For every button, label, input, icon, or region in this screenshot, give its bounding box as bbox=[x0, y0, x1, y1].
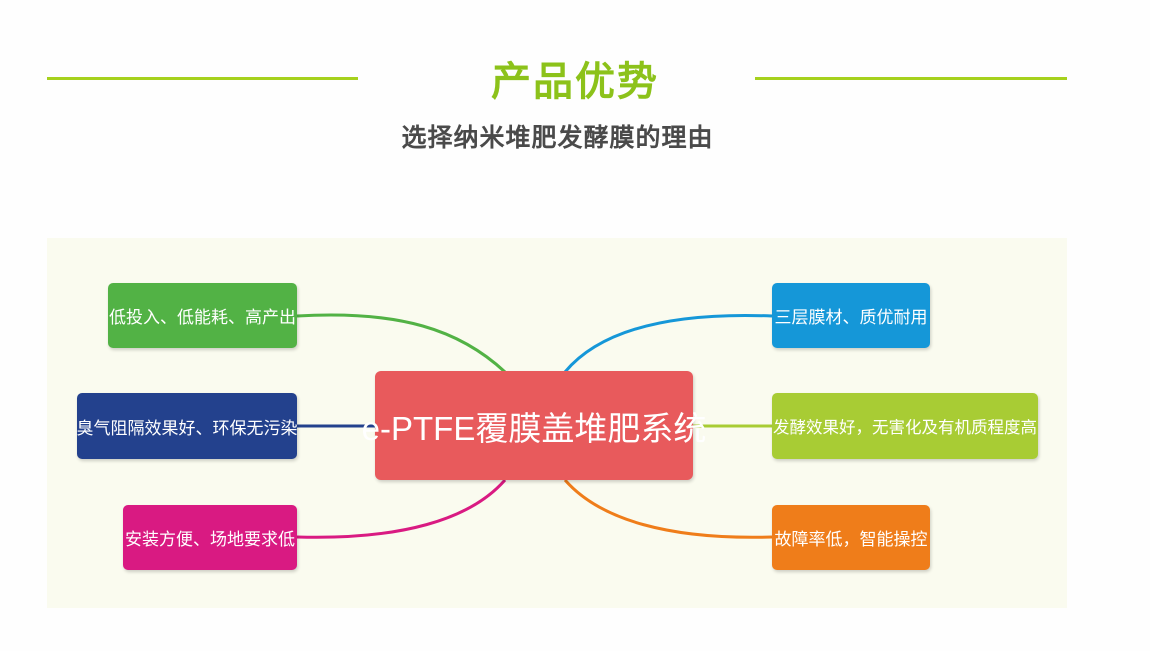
connector-left-1 bbox=[296, 313, 507, 374]
connector-right-1 bbox=[563, 314, 773, 373]
branch-node-easy-install: 安装方便、场地要求低 bbox=[123, 505, 297, 570]
branch-node-fermentation: 发酵效果好，无害化及有机质程度高 bbox=[772, 393, 1038, 459]
branch-node-durable-membrane: 三层膜材、质优耐用 bbox=[772, 283, 930, 348]
branch-node-odor-barrier: 臭气阻隔效果好、环保无污染 bbox=[77, 393, 298, 459]
page-title: 产品优势 bbox=[491, 59, 659, 105]
connector-right-3 bbox=[563, 479, 773, 539]
title-divider-left bbox=[47, 77, 358, 80]
branch-node-smart-control: 故障率低，智能操控 bbox=[772, 505, 930, 570]
title-divider-right bbox=[755, 77, 1067, 80]
branch-node-low-cost: 低投入、低能耗、高产出 bbox=[108, 283, 297, 348]
center-node: e-PTFE覆膜盖堆肥系统 bbox=[362, 371, 706, 480]
page-subtitle: 选择纳米堆肥发酵膜的理由 bbox=[401, 123, 714, 152]
connector-left-3 bbox=[296, 479, 507, 539]
